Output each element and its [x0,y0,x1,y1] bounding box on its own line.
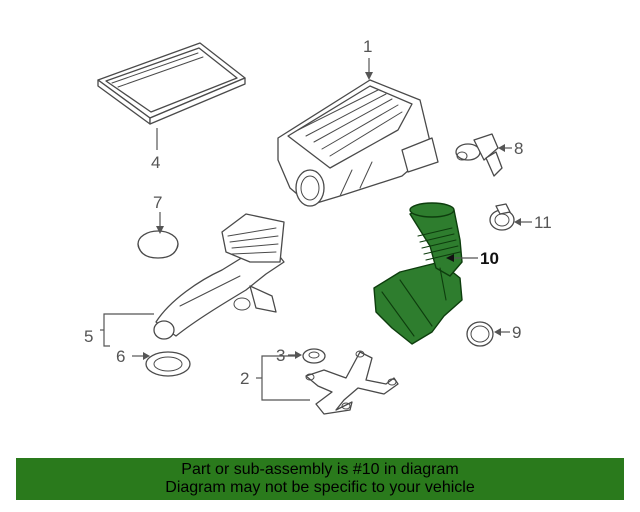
intake-duct-part[interactable] [373,202,463,345]
callout-11: 11 [534,213,552,232]
callout-1: 1 [363,37,372,56]
callout-4: 4 [151,153,160,172]
air-filter-part[interactable] [97,42,246,125]
banner-line-2: Diagram may not be specific to your vehi… [165,479,475,496]
hose-clamp-part[interactable] [489,203,515,231]
gasket-ring-part[interactable] [466,321,494,347]
grommet-part[interactable] [145,351,191,377]
callout-8: 8 [514,139,523,158]
callout-9: 9 [512,323,521,342]
callout-5: 5 [84,327,93,346]
callout-2: 2 [240,369,249,388]
callout-7: 7 [153,193,162,212]
bracket-part[interactable] [305,350,399,415]
banner-line-1: Part or sub-assembly is #10 in diagram [181,461,459,478]
info-banner: Part or sub-assembly is #10 in diagram D… [16,458,624,500]
air-cleaner-housing-part[interactable] [277,79,439,207]
intake-hose-part[interactable] [153,213,285,340]
cap-part[interactable] [137,230,179,259]
mass-air-flow-sensor-part[interactable] [455,133,503,177]
callout-3: 3 [276,346,285,365]
callout-10: 10 [480,249,499,268]
nut-part[interactable] [302,348,326,364]
callout-6: 6 [116,347,125,366]
